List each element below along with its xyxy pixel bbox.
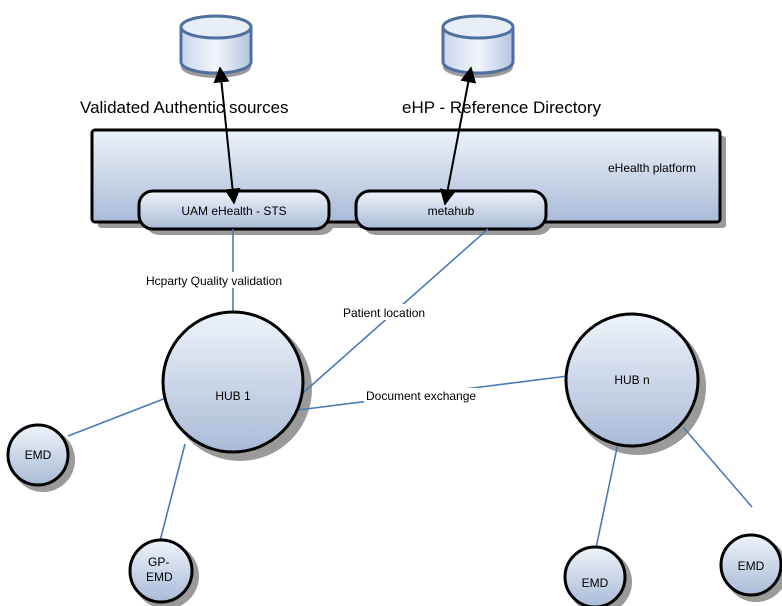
emd-right-2-label: EMD — [738, 559, 765, 573]
hubn-label: HUB n — [614, 373, 649, 387]
emd-right-2-node[interactable] — [719, 533, 782, 597]
hub1-node[interactable] — [161, 310, 305, 454]
reference-directory-database-icon[interactable] — [441, 14, 515, 78]
patient-location-label: Patient location — [343, 306, 425, 320]
gp-emd-label-line1: GP- — [148, 555, 169, 569]
hub1-label: HUB 1 — [215, 389, 251, 403]
hubn-node[interactable] — [564, 312, 700, 448]
uam-service-label: UAM eHealth - STS — [181, 204, 286, 218]
hubn-to-emd-right-2-line — [682, 426, 753, 508]
quality-validation-label: Hcparty Quality validation — [146, 274, 282, 288]
metahub-service-label: metahub — [428, 204, 475, 218]
reference-directory-metahub-arrow — [439, 66, 477, 206]
reference-directory-label: eHP - Reference Directory — [402, 98, 602, 117]
emd-left-label: EMD — [25, 448, 52, 462]
hubn-to-emd-right-1-line — [595, 442, 619, 549]
gp-emd-label-line2: EMD — [146, 570, 173, 584]
platform-label: eHealth platform — [608, 161, 696, 175]
emd-right-1-node[interactable] — [563, 545, 627, 606]
emd-left-node[interactable] — [6, 423, 70, 487]
authentic-sources-uam-arrow — [213, 66, 241, 205]
emd-right-1-label: EMD — [582, 576, 609, 590]
hub1-to-emd-left-line — [67, 397, 167, 437]
hub1-to-gp-emd-line — [159, 443, 186, 542]
authentic-sources-database-icon[interactable] — [179, 14, 253, 78]
authentic-sources-label: Validated Authentic sources — [80, 98, 289, 117]
gp-emd-node[interactable] — [128, 538, 194, 604]
document-exchange-label: Document exchange — [366, 389, 476, 403]
